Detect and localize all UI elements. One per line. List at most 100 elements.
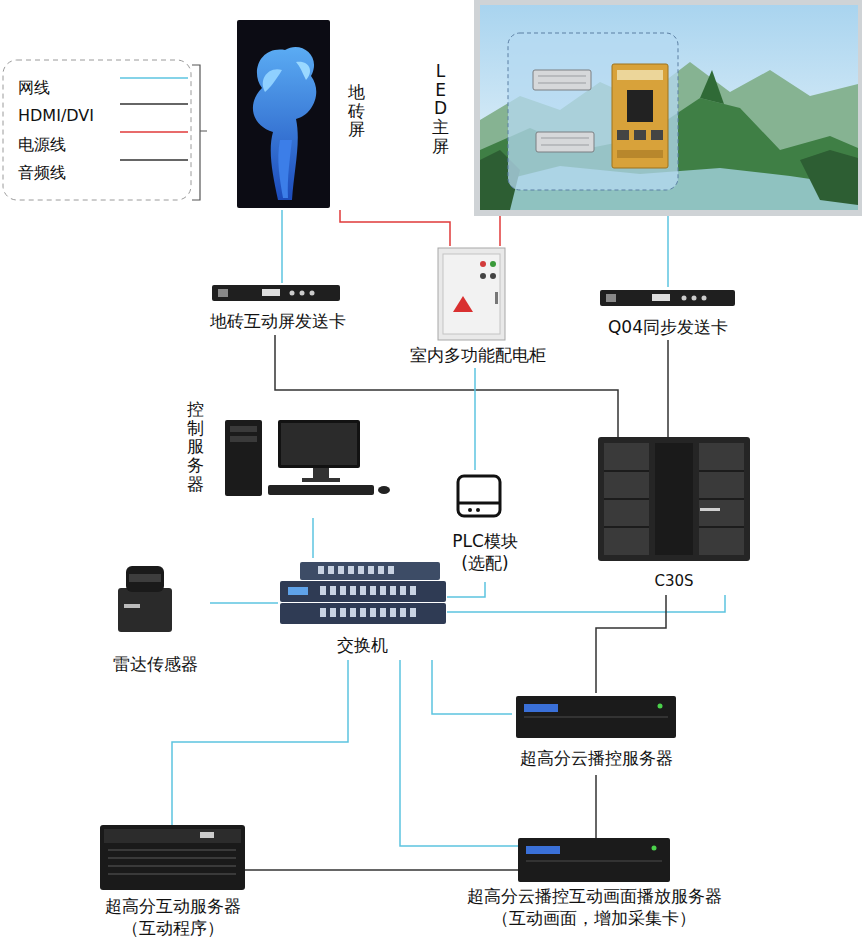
led-main-screen-illustration-part xyxy=(538,83,586,84)
sending-card-illustration-part xyxy=(212,285,340,301)
plc-module-icon-part xyxy=(468,508,472,512)
device-node: 雷达传感器 xyxy=(100,565,210,680)
floor-screen-illustration-part xyxy=(278,140,292,198)
sync-sending-card-illustration-part xyxy=(652,294,670,301)
cable-line xyxy=(432,660,512,714)
sending-card-illustration-part xyxy=(310,291,315,296)
led-main-screen-illustration-part xyxy=(800,150,858,205)
c30s-chassis-illustration-part xyxy=(598,437,750,561)
label-block: 雷达传感器 xyxy=(100,653,210,675)
floor-screen-illustration-part xyxy=(296,62,310,80)
legend-entry: 电源线 xyxy=(18,135,66,154)
playback-server-illustration-part xyxy=(518,838,670,882)
legend-frame-part xyxy=(120,77,188,79)
legend-label: HDMI/DVI xyxy=(18,106,94,125)
label-block: 超高分互动服务器 （互动程序） xyxy=(98,895,248,939)
network-switch-illustration-part xyxy=(320,608,416,617)
device-node: C30S xyxy=(596,437,752,595)
device-label: 地砖屏 xyxy=(348,83,365,139)
cable-line xyxy=(400,660,518,846)
device-label: 超高分云播控服务器 xyxy=(512,747,680,769)
device-node: 超高分互动服务器 （互动程序） xyxy=(100,825,245,890)
led-main-screen-illustration-part xyxy=(634,130,646,140)
control-server-illustration-part xyxy=(278,420,360,468)
sync-sending-card-illustration-part xyxy=(606,294,616,302)
cable-line xyxy=(172,660,348,825)
control-server-illustration-part xyxy=(313,468,329,478)
network-switch-illustration-part xyxy=(318,566,394,574)
legend-frame-part xyxy=(120,131,188,133)
sync-sending-card-illustration-part xyxy=(702,296,707,301)
legend-entry: 网线 xyxy=(18,78,50,97)
c30s-chassis-illustration xyxy=(598,437,750,561)
c30s-chassis-illustration-part xyxy=(700,508,720,511)
device-node: 超高分云播控互动画面播放服务器 （互动画面，增加采集卡） xyxy=(518,838,670,882)
radar-sensor-illustration xyxy=(118,566,172,632)
playback-server-illustration-part xyxy=(526,846,560,854)
cable-line xyxy=(667,215,669,287)
radar-sensor-illustration-part xyxy=(126,566,164,592)
radar-sensor-illustration-part xyxy=(118,588,172,632)
led-main-screen-illustration-part xyxy=(617,70,663,80)
sending-card-illustration xyxy=(212,285,340,301)
led-main-screen-illustration-part xyxy=(651,130,663,140)
cable-line xyxy=(447,582,485,597)
device-label: 控制服务器 xyxy=(187,400,204,493)
network-switch-illustration-part xyxy=(280,581,446,602)
c30s-chassis-illustration-part xyxy=(655,443,693,555)
network-switch-illustration-part xyxy=(300,562,440,580)
label-block: 地砖互动屏发送卡 xyxy=(195,310,360,332)
control-server-illustration xyxy=(225,420,390,496)
cable-line xyxy=(667,340,669,437)
device-node: 地砖屏 xyxy=(236,18,372,210)
cable-line xyxy=(340,210,450,246)
led-main-screen-illustration-part xyxy=(541,138,589,139)
control-server-illustration-part xyxy=(302,478,340,482)
power-cabinet-illustration-part xyxy=(480,273,486,279)
led-main-screen-illustration-part xyxy=(617,150,663,158)
control-server-illustration-part xyxy=(225,420,262,496)
control-server-illustration-part xyxy=(268,485,374,495)
cable-line xyxy=(447,595,725,612)
label-block: C30S xyxy=(596,572,752,592)
legend-label: 电源线 xyxy=(18,135,66,154)
legend-frame-part xyxy=(192,65,207,200)
label-block: 交换机 xyxy=(278,634,447,656)
device-label: 地砖互动屏发送卡 xyxy=(195,310,360,332)
device-node: Q04同步发送卡 xyxy=(580,287,756,340)
sending-card-illustration-part xyxy=(262,289,280,296)
radar-sensor-illustration-part xyxy=(129,574,161,582)
led-main-screen-illustration-part xyxy=(612,64,668,168)
power-cabinet-illustration-part xyxy=(443,254,500,334)
rack-server-illustration-part xyxy=(524,704,558,712)
legend-label: 音频线 xyxy=(18,163,66,182)
playback-server-illustration-part xyxy=(526,860,662,862)
device-label: 超高分互动服务器 （互动程序） xyxy=(98,895,248,939)
rack-server-illustration-part xyxy=(658,704,663,709)
led-main-screen-illustration-part xyxy=(700,70,724,104)
power-cabinet-illustration-part xyxy=(495,292,498,304)
rack-server-illustration xyxy=(516,696,676,738)
device-label: LED主屏 xyxy=(432,62,449,155)
device-label: 超高分云播控互动画面播放服务器 （互动画面，增加采集卡） xyxy=(460,885,728,929)
power-cabinet-illustration xyxy=(438,248,505,340)
power-cabinet-illustration-part xyxy=(480,261,486,267)
plc-module-icon xyxy=(458,476,500,516)
device-node: LED主屏 xyxy=(428,0,862,215)
network-switch-illustration-part xyxy=(280,603,446,624)
label-block: 控制服务器 xyxy=(187,400,204,493)
playback-server-illustration xyxy=(518,838,670,882)
floor-screen-illustration xyxy=(237,20,330,208)
rack-server-illustration-part xyxy=(516,696,676,738)
cable-line xyxy=(596,595,666,693)
legend-frame-part xyxy=(120,103,188,105)
cable-line xyxy=(281,210,283,283)
power-cabinet-illustration-part xyxy=(490,273,496,279)
label-block: LED主屏 xyxy=(432,62,449,155)
label-block: 超高分云播控互动画面播放服务器 （互动画面，增加采集卡） xyxy=(460,885,728,929)
legend-frame-part xyxy=(120,159,188,161)
floor-screen-illustration-part xyxy=(237,20,330,208)
device-label: C30S xyxy=(596,572,752,592)
sync-sending-card-illustration-part xyxy=(692,296,697,301)
